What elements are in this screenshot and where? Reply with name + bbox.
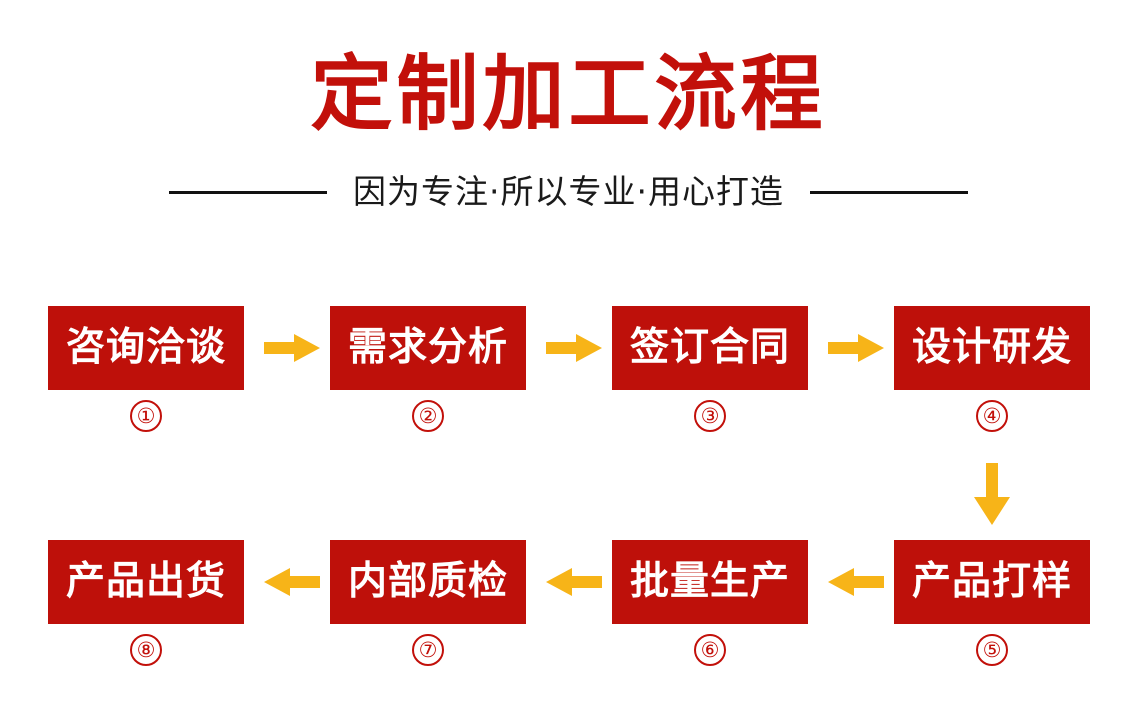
flow-step-6-box[interactable]: 批量生产 bbox=[612, 540, 808, 624]
header: 定制加工流程 因为专注·所以专业·用心打造 bbox=[0, 0, 1137, 250]
flow-step-3-box[interactable]: 签订合同 bbox=[612, 306, 808, 390]
arrow-right-icon bbox=[264, 333, 320, 363]
page-subtitle: 因为专注·所以专业·用心打造 bbox=[353, 172, 784, 211]
flow-step-5-label: 产品打样 bbox=[911, 559, 1072, 604]
arrow-down-icon bbox=[973, 463, 1011, 525]
flow-step-6-label: 批量生产 bbox=[629, 559, 790, 604]
flow-step-3-label: 签订合同 bbox=[629, 325, 790, 370]
flow-step-4-label: 设计研发 bbox=[911, 325, 1072, 370]
arrow-right-icon bbox=[546, 333, 602, 363]
arrow-left-icon bbox=[828, 567, 884, 597]
page-title: 定制加工流程 bbox=[310, 47, 827, 142]
arrow-left-icon bbox=[546, 567, 602, 597]
flow-step-7-number: ⑦ bbox=[412, 634, 444, 666]
flow-step-8-number: ⑧ bbox=[130, 634, 162, 666]
flow-step-8[interactable]: 产品出货 ⑧ bbox=[48, 540, 244, 666]
flow-step-1-label: 咨询洽谈 bbox=[65, 325, 226, 370]
subtitle-rule-right bbox=[809, 190, 968, 194]
subtitle-rule-left bbox=[169, 190, 327, 194]
subtitle-row: 因为专注·所以专业·用心打造 bbox=[0, 168, 1137, 216]
flow-step-5[interactable]: 产品打样 ⑤ bbox=[894, 540, 1090, 666]
flow-step-7-box[interactable]: 内部质检 bbox=[330, 540, 526, 624]
flow-step-7[interactable]: 内部质检 ⑦ bbox=[330, 540, 526, 666]
flow-step-6-number: ⑥ bbox=[694, 634, 726, 666]
flow-step-2-number: ② bbox=[412, 400, 444, 432]
flow-step-2-label: 需求分析 bbox=[347, 325, 508, 370]
flow-step-1-number: ① bbox=[130, 400, 162, 432]
flow-step-8-box[interactable]: 产品出货 bbox=[48, 540, 244, 624]
flow-step-4-number: ④ bbox=[976, 400, 1008, 432]
flow-step-3-number: ③ bbox=[694, 400, 726, 432]
flow-step-3[interactable]: 签订合同 ③ bbox=[612, 306, 808, 432]
flow-step-6[interactable]: 批量生产 ⑥ bbox=[612, 540, 808, 666]
flow-step-1-box[interactable]: 咨询洽谈 bbox=[48, 306, 244, 390]
flow-step-4-box[interactable]: 设计研发 bbox=[894, 306, 1090, 390]
flow-step-1[interactable]: 咨询洽谈 ① bbox=[48, 306, 244, 432]
flow-step-4[interactable]: 设计研发 ④ bbox=[894, 306, 1090, 432]
flow-step-5-box[interactable]: 产品打样 bbox=[894, 540, 1090, 624]
flow-step-7-label: 内部质检 bbox=[347, 559, 508, 604]
flow-step-8-label: 产品出货 bbox=[65, 559, 226, 604]
arrow-left-icon bbox=[264, 567, 320, 597]
flow-step-2-box[interactable]: 需求分析 bbox=[330, 306, 526, 390]
arrow-right-icon bbox=[828, 333, 884, 363]
flow-step-2[interactable]: 需求分析 ② bbox=[330, 306, 526, 432]
flow-step-5-number: ⑤ bbox=[976, 634, 1008, 666]
